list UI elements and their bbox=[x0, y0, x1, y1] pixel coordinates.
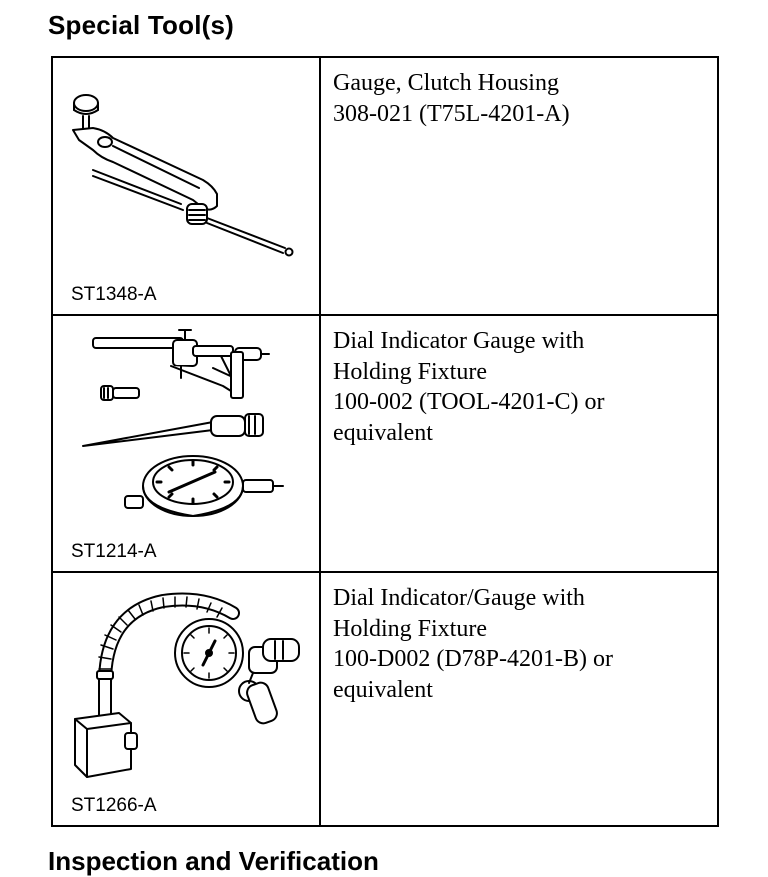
description-line: 308-021 (T75L-4201-A) bbox=[333, 100, 570, 127]
tool-row: ST1266-A Dial Indicator/Gauge with Holdi… bbox=[51, 571, 719, 827]
special-tools-table: ST1348-A Gauge, Clutch Housing 308-021 (… bbox=[51, 56, 719, 827]
description-line: equivalent bbox=[333, 676, 433, 703]
description-line: Dial Indicator/Gauge with bbox=[333, 585, 585, 611]
tool-image-cell: ST1348-A bbox=[51, 56, 321, 316]
description-line: Dial Indicator Gauge with bbox=[333, 328, 585, 354]
clutch-housing-gauge-icon bbox=[72, 94, 294, 257]
description-line: 100-D002 (D78P-4201-B) or bbox=[333, 646, 613, 672]
tool-id: ST1214-A bbox=[71, 541, 157, 562]
tool-description: Gauge, Clutch Housing 308-021 (T75L-4201… bbox=[321, 58, 717, 129]
description-line: Gauge, Clutch Housing bbox=[333, 70, 559, 96]
tool-description-cell: Dial Indicator/Gauge with Holding Fixtur… bbox=[319, 571, 719, 827]
description-line: Holding Fixture bbox=[333, 615, 487, 642]
tool-description-cell: Dial Indicator Gauge with Holding Fixtur… bbox=[319, 314, 719, 573]
magnetic-dial-indicator-icon bbox=[74, 592, 300, 778]
description-line: 100-002 (TOOL-4201-C) or bbox=[333, 389, 605, 415]
page-heading: Special Tool(s) bbox=[48, 10, 234, 40]
description-line: Holding Fixture bbox=[333, 358, 487, 385]
tool-id: ST1266-A bbox=[71, 795, 157, 816]
dial-indicator-kit-icon bbox=[82, 329, 284, 517]
tool-row: ST1214-A Dial Indicator Gauge with Holdi… bbox=[51, 314, 719, 573]
description-line: equivalent bbox=[333, 419, 433, 446]
tool-row: ST1348-A Gauge, Clutch Housing 308-021 (… bbox=[51, 56, 719, 316]
tool-description: Dial Indicator Gauge with Holding Fixtur… bbox=[321, 316, 717, 448]
tool-image-cell: ST1214-A bbox=[51, 314, 321, 573]
tool-image-cell: ST1266-A bbox=[51, 571, 321, 827]
tool-id: ST1348-A bbox=[71, 284, 157, 305]
tool-description: Dial Indicator/Gauge with Holding Fixtur… bbox=[321, 573, 717, 705]
tool-description-cell: Gauge, Clutch Housing 308-021 (T75L-4201… bbox=[319, 56, 719, 316]
